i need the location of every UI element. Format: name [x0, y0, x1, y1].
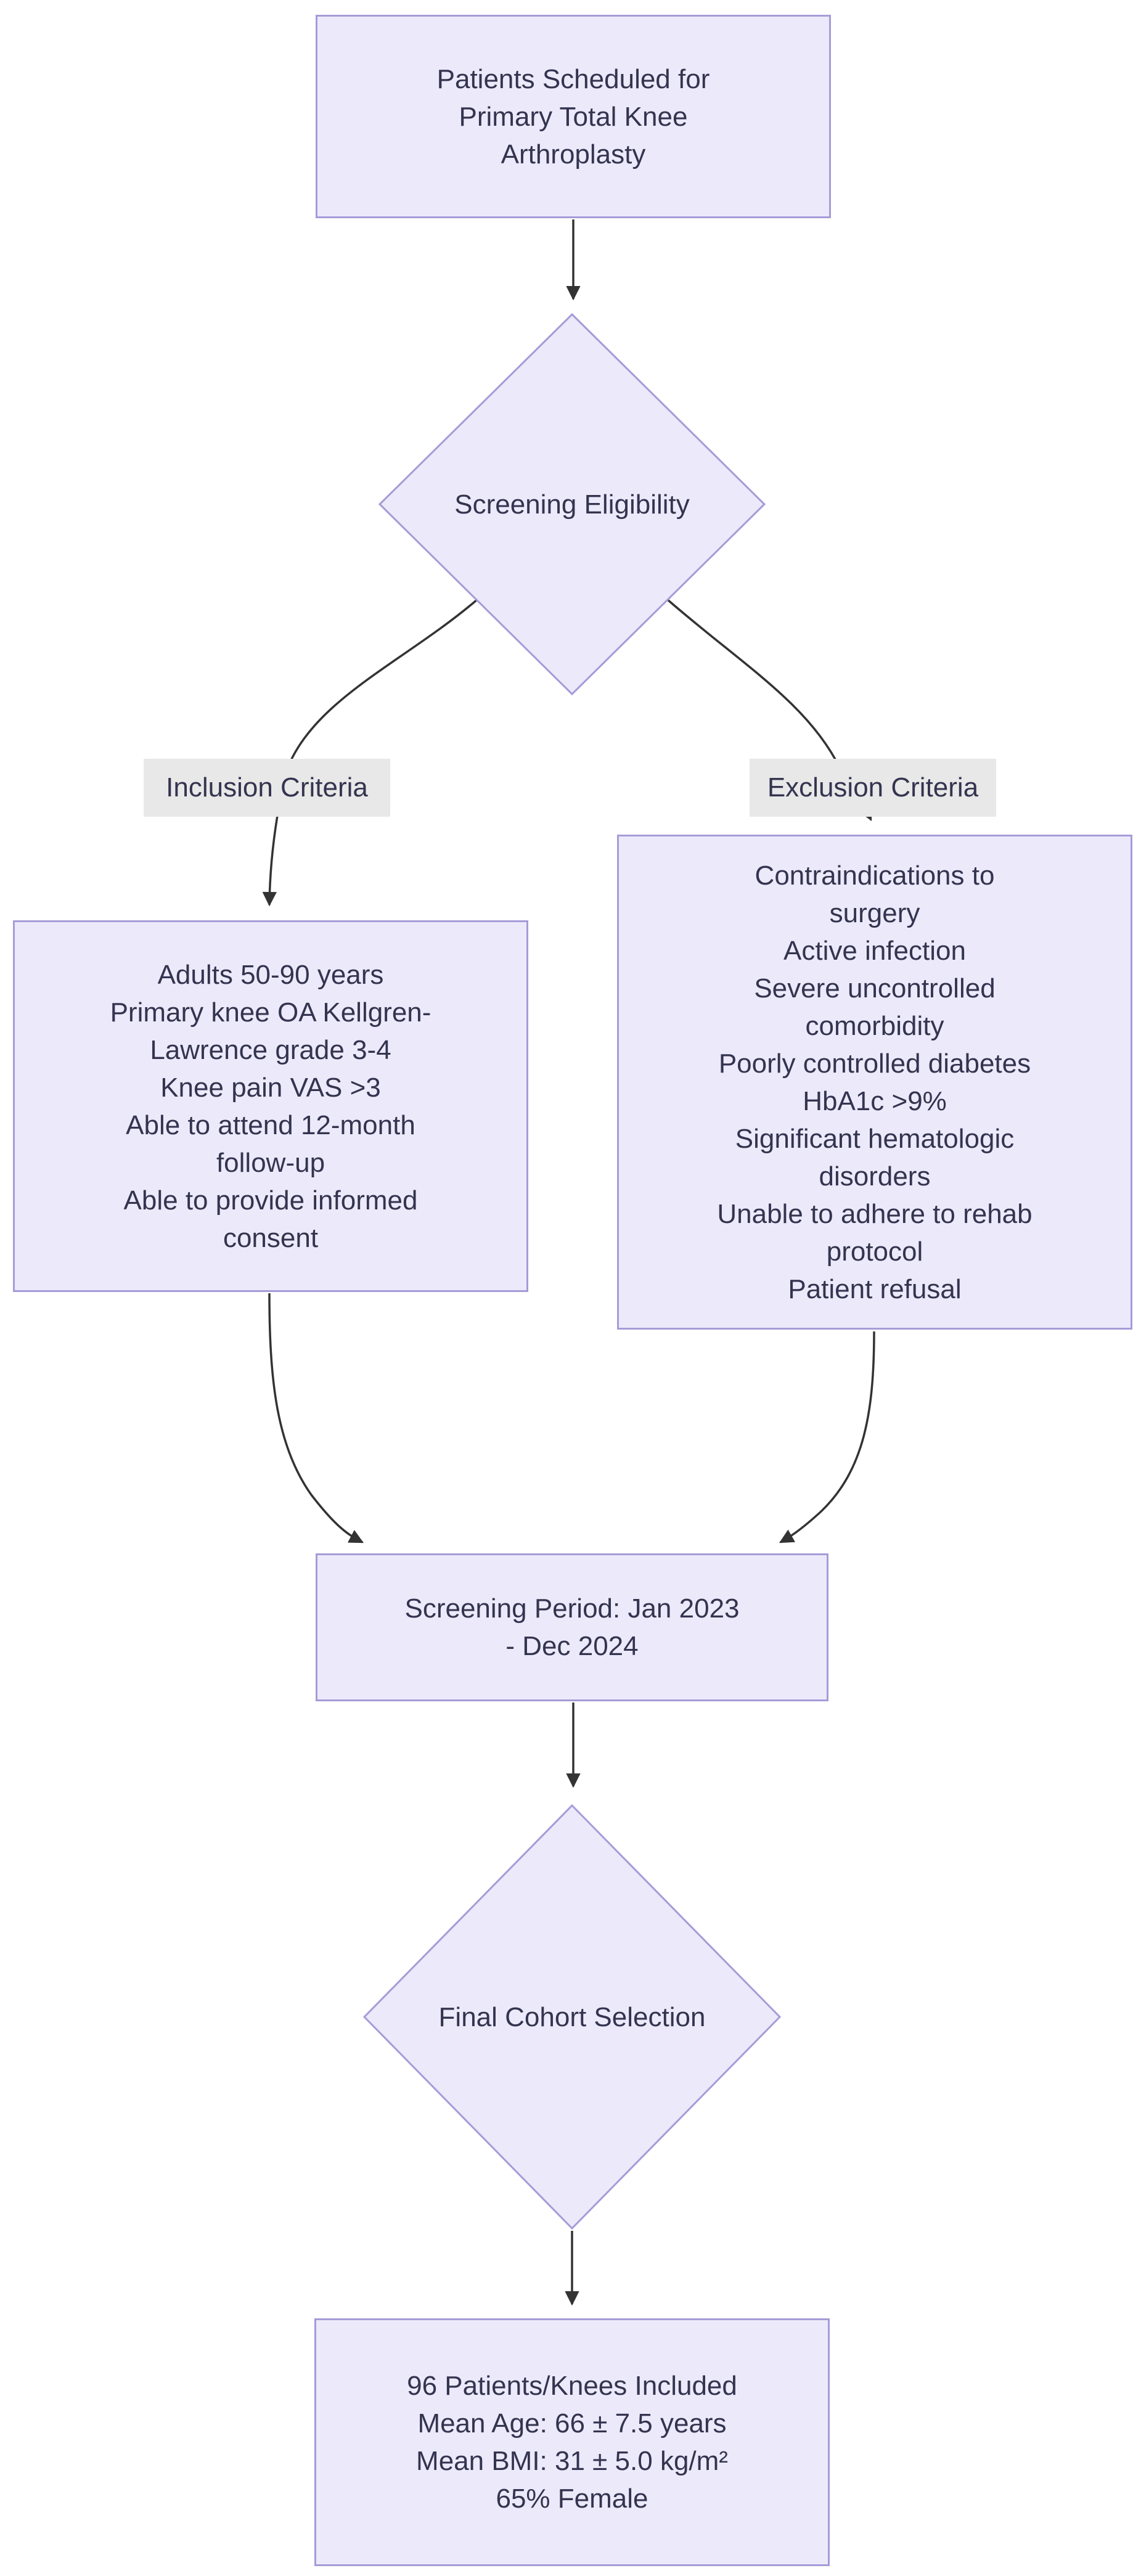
node-screening-period: Screening Period: Jan 2023 - Dec 2024	[316, 1553, 828, 1701]
edge-inclusion-to-screening-period	[268, 1293, 364, 1544]
node-included-cohort: 96 Patients/Knees Included Mean Age: 66 …	[314, 2318, 830, 2566]
edge-label-exclusion-criteria: Exclusion Criteria	[750, 759, 996, 817]
edge-screening-eligibility-to-inclusion	[262, 598, 479, 907]
node-inclusion-criteria: Adults 50-90 years Primary knee OA Kellg…	[13, 920, 528, 1292]
edge-exclusion-to-screening-period	[779, 1331, 875, 1544]
edge-label-text: Exclusion Criteria	[767, 772, 979, 803]
edge-label-inclusion-criteria: Inclusion Criteria	[144, 759, 390, 817]
node-label: Screening Period: Jan 2023 - Dec 2024	[404, 1593, 740, 1661]
diamond-shape	[362, 1804, 782, 2230]
node-label: Final Cohort Selection	[438, 2002, 706, 2032]
node-label: Contraindications to surgery Active infe…	[717, 860, 1033, 1304]
node-exclusion-criteria: Contraindications to surgery Active infe…	[617, 835, 1132, 1330]
node-label: 96 Patients/Knees Included Mean Age: 66 …	[407, 2371, 737, 2514]
node-screening-eligibility: Screening Eligibility	[378, 313, 766, 695]
node-patients-scheduled: Patients Scheduled for Primary Total Kne…	[316, 15, 831, 218]
node-final-cohort-selection: Final Cohort Selection	[362, 1804, 782, 2230]
diamond-shape	[378, 313, 766, 695]
node-label: Screening Eligibility	[454, 489, 690, 520]
edge-label-text: Inclusion Criteria	[166, 772, 368, 803]
node-label: Adults 50-90 years Primary knee OA Kellg…	[110, 959, 431, 1253]
node-label: Patients Scheduled for Primary Total Kne…	[436, 63, 710, 170]
